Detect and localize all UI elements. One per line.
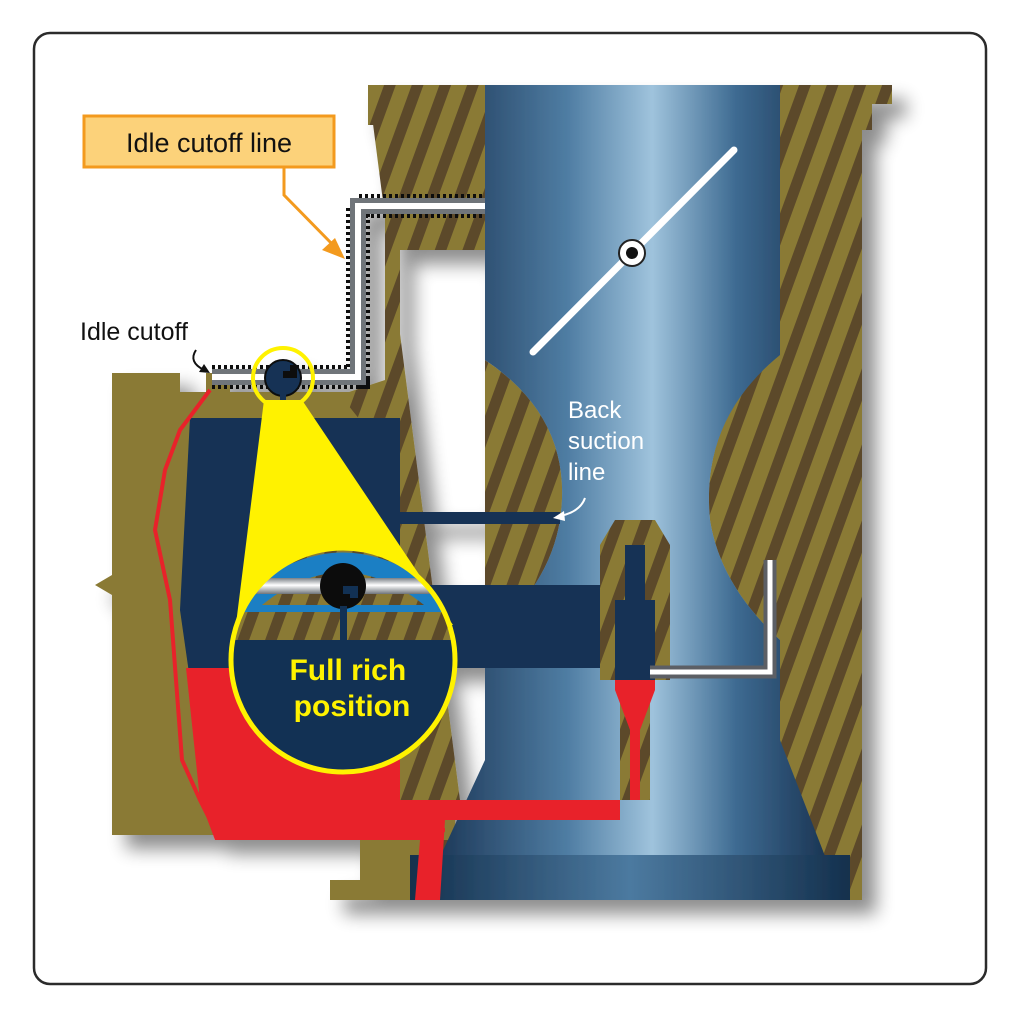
throat-base (410, 855, 850, 900)
idle-cutoff-valve-port (283, 365, 297, 378)
main-jet (615, 545, 655, 760)
idle-cutoff-line-leader (282, 168, 337, 249)
air-bleed-tube-highlight (650, 560, 773, 675)
idle-cutoff-arrowhead (199, 364, 210, 373)
full-rich-position-label: Full rich position (289, 654, 414, 723)
idle-cutoff-line-label: Idle cutoff line (126, 128, 292, 158)
carburetor-body-upper-left (368, 85, 485, 380)
fuel-edge (152, 388, 445, 832)
back-suction-channel-restrictor (462, 516, 482, 520)
idle-cutoff-line-callout (82, 114, 336, 169)
inset-valve-stem (340, 606, 347, 642)
magnifier-lens (228, 545, 458, 775)
inset-pipe-right (343, 578, 443, 594)
carburetor-throat (420, 85, 842, 900)
main-jet-fuel (615, 680, 655, 800)
carburetor-body-right (780, 85, 892, 900)
venturi-right (708, 350, 780, 640)
idle-cutoff-label: Idle cutoff (80, 318, 188, 346)
venturi-left (485, 360, 563, 640)
back-suction-arrowhead (553, 511, 565, 521)
throttle-shaft-center (626, 247, 638, 259)
inset-valve-port (343, 586, 358, 598)
idle-cutoff-line-arrowhead (322, 238, 345, 259)
back-suction-line-label: Back suction line (568, 397, 651, 486)
